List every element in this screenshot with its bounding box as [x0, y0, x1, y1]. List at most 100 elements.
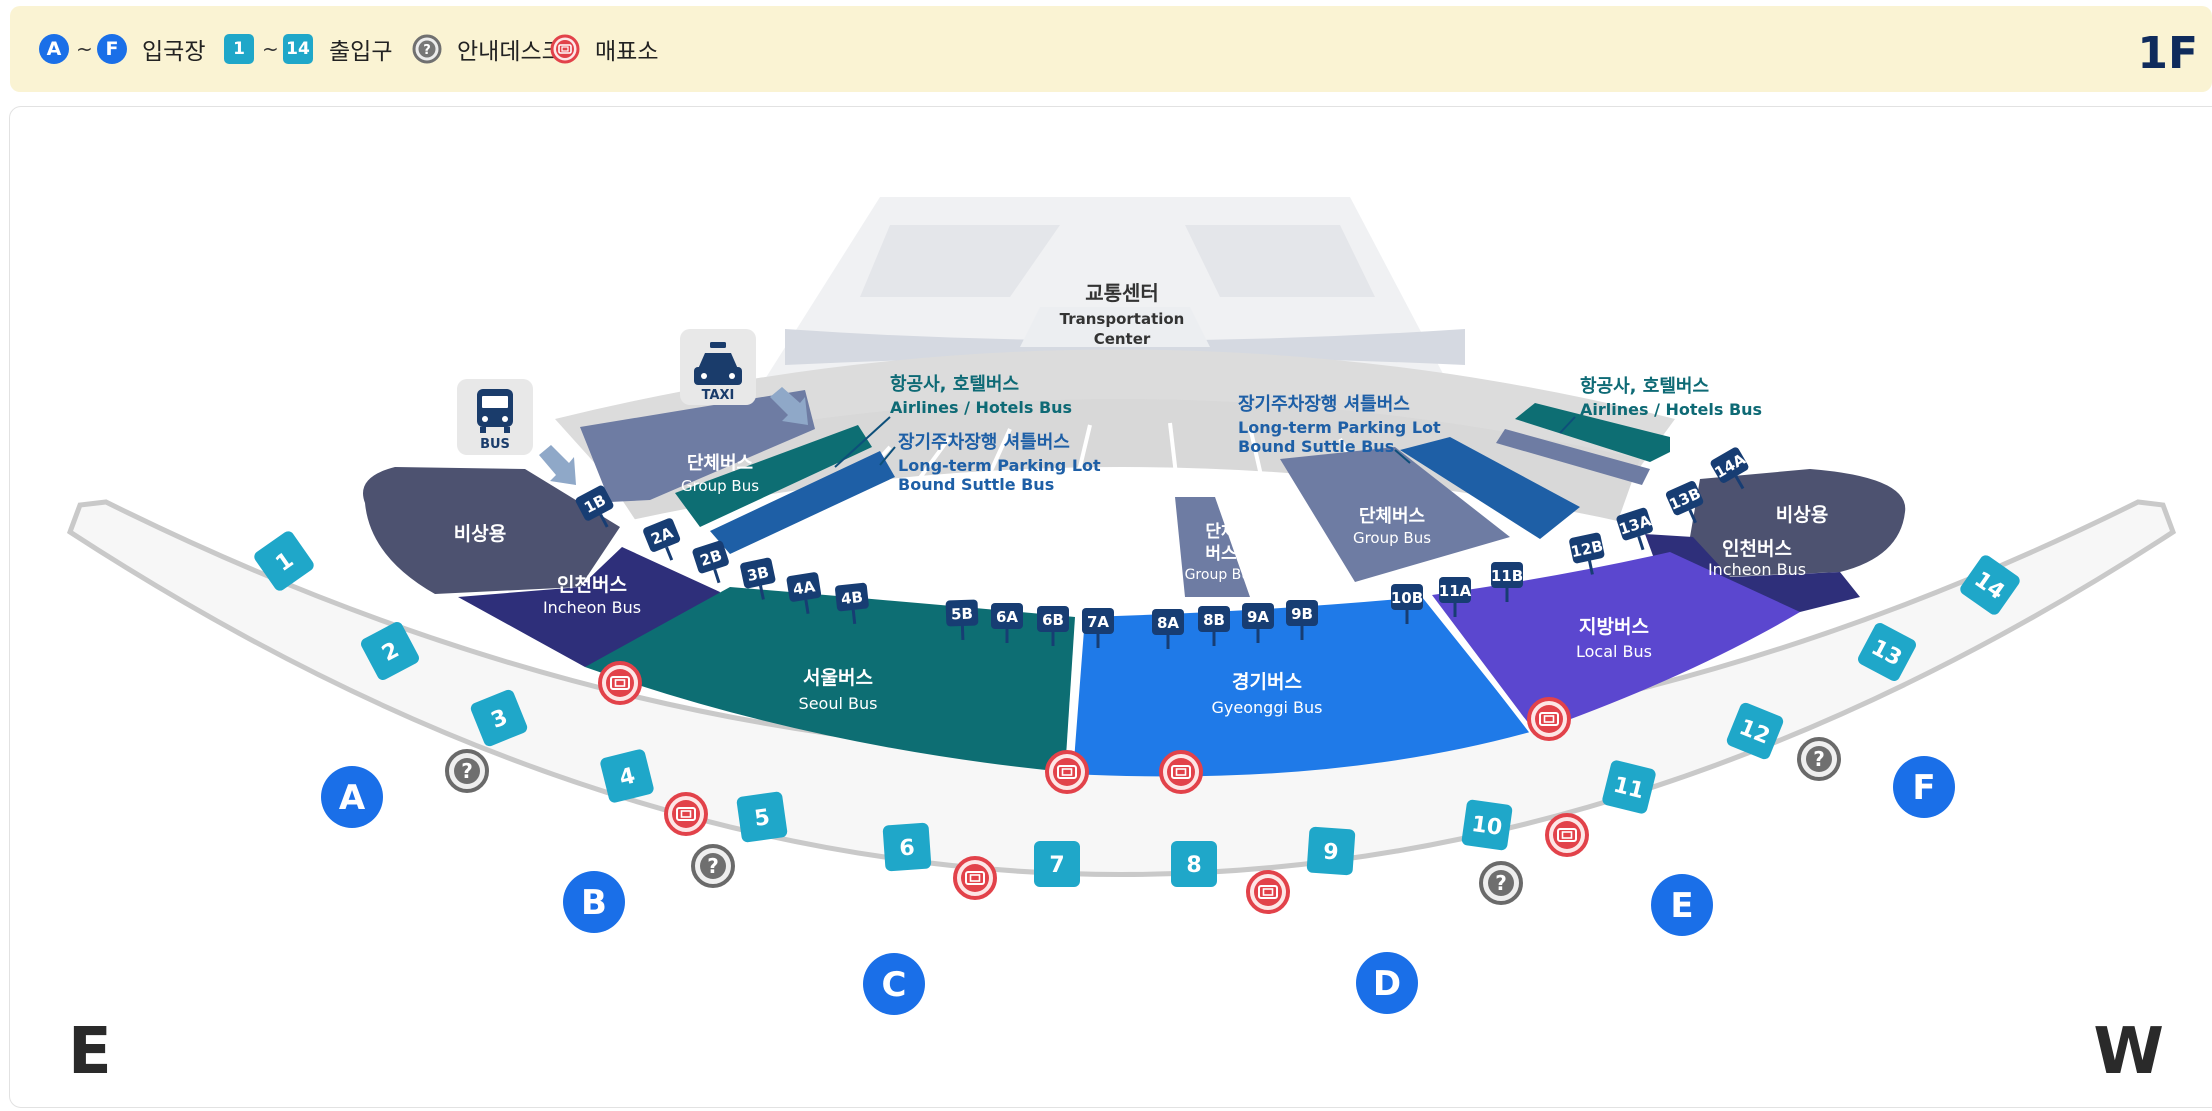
incheon-left-label-ko: 인천버스 [557, 574, 627, 596]
taxi-label: TAXI [702, 388, 735, 403]
exit-label: 6 [899, 835, 916, 861]
bus-stop-label: 9B [1291, 605, 1313, 623]
ticket-office-icon[interactable] [1248, 872, 1288, 912]
ticket-office-icon [550, 34, 580, 64]
parking-left-ko: 장기주차장행 셔틀버스 [898, 432, 1070, 453]
bus-stop-label: 4A [792, 577, 817, 598]
airline-left-en: Airlines / Hotels Bus [890, 398, 1072, 417]
gate-label: E [1670, 886, 1693, 926]
ticket-office-icon[interactable] [955, 858, 995, 898]
bus-stop-label: 11A [1439, 582, 1472, 600]
parking-left-en2: Bound Suttle Bus [898, 475, 1054, 494]
gate-f-icon: F [97, 34, 127, 64]
ticket-office-icon[interactable] [1547, 815, 1587, 855]
bus-stop-label: 11B [1491, 567, 1523, 585]
exit-1-icon: 1 [224, 34, 254, 64]
local-label-ko: 지방버스 [1579, 616, 1649, 638]
exit-label: 7 [1049, 853, 1064, 878]
legend-exit-label: 출입구 [329, 32, 392, 66]
bus-stop-label: 5B [951, 605, 973, 624]
ticket-office-icon[interactable] [1161, 752, 1201, 792]
ticket-office-icon[interactable] [666, 794, 706, 834]
airline-left-ko: 항공사, 호텔버스 [890, 374, 1019, 395]
floor-label: 1F [2137, 28, 2198, 79]
exit-10[interactable]: 10 [1461, 799, 1513, 851]
svg-text:?: ? [423, 43, 431, 58]
parking-right-en2: Bound Suttle Bus [1238, 437, 1394, 456]
exit-7[interactable]: 7 [1034, 841, 1080, 887]
incheon-right-label-ko: 인천버스 [1722, 538, 1792, 560]
transport-center-ko: 교통센터 [1085, 281, 1159, 305]
bus-label: BUS [480, 437, 510, 452]
legend-info-label: 안내데스크 [457, 32, 563, 66]
map-area: ? 교통센터 Transportation Center 비상용 [9, 106, 2212, 1108]
gyeonggi-label-en: Gyeonggi Bus [1212, 698, 1323, 717]
exit-8[interactable]: 8 [1171, 841, 1217, 887]
emergency-right-label: 비상용 [1776, 504, 1828, 526]
parking-right-en1: Long-term Parking Lot [1238, 418, 1441, 437]
legend-tilde: ~ [262, 37, 279, 61]
gate-label: D [1373, 964, 1401, 1004]
group-mid-label-ko1: 단체 [1205, 522, 1236, 542]
exit-label: 10 [1470, 812, 1504, 841]
gate-e[interactable]: E [1648, 871, 1716, 939]
transport-center-en1: Transportation [1060, 310, 1185, 328]
local-label-en: Local Bus [1576, 642, 1652, 661]
ticket-office-icon[interactable] [600, 663, 640, 703]
airline-right-en: Airlines / Hotels Bus [1580, 400, 1762, 419]
bus-stop-label: 7A [1087, 613, 1109, 631]
gyeonggi-label-ko: 경기버스 [1232, 671, 1302, 693]
legend-tilde: ~ [76, 37, 93, 61]
bus-terminal-map: ? 교통센터 Transportation Center 비상용 [10, 107, 2212, 1107]
incheon-right-label-en: Incheon Bus [1708, 560, 1806, 579]
airline-right-ko: 항공사, 호텔버스 [1580, 376, 1709, 397]
exit-label: 8 [1186, 853, 1201, 878]
bus-stop-label: 8B [1203, 611, 1225, 629]
group-mid-label-ko2: 버스 [1205, 544, 1237, 564]
exit-5[interactable]: 5 [736, 791, 788, 843]
parking-right-ko: 장기주차장행 셔틀버스 [1238, 394, 1410, 415]
ticket-office-icon[interactable] [1529, 699, 1569, 739]
gate-b[interactable]: B [560, 868, 628, 936]
gate-label: C [882, 965, 907, 1005]
bus-stop-label: 8A [1157, 614, 1179, 632]
emergency-left-label: 비상용 [454, 523, 506, 545]
gate-label: A [339, 778, 366, 818]
exit-9[interactable]: 9 [1306, 826, 1355, 875]
gate-d[interactable]: D [1353, 949, 1421, 1017]
bus-stop-label: 9A [1247, 608, 1269, 626]
bus-icon: BUS [457, 379, 533, 455]
group-left-label-en: Group Bus [681, 477, 759, 495]
exit-6[interactable]: 6 [882, 822, 931, 871]
seoul-label-en: Seoul Bus [799, 694, 878, 713]
exit-label: 9 [1322, 839, 1339, 865]
info-desk-icon[interactable] [1799, 739, 1839, 779]
transport-center-en2: Center [1094, 330, 1151, 348]
direction-east: E [68, 1015, 112, 1089]
info-desk-icon[interactable] [693, 846, 733, 886]
incheon-left-label-en: Incheon Bus [543, 598, 641, 617]
ticket-office-icon[interactable] [1047, 752, 1087, 792]
info-desk-icon[interactable] [447, 751, 487, 791]
group-left-label-ko: 단체버스 [687, 453, 753, 474]
gate-a[interactable]: A [318, 763, 386, 831]
group-right-label-en: Group Bus [1353, 529, 1431, 547]
bus-stop-label: 10B [1391, 589, 1423, 607]
legend-gate-label: 입국장 [142, 32, 205, 66]
gate-label: B [581, 883, 607, 923]
direction-west: W [2093, 1015, 2164, 1089]
legend-ticket-label: 매표소 [595, 32, 658, 66]
seoul-label-ko: 서울버스 [803, 667, 873, 689]
parking-left-en1: Long-term Parking Lot [898, 456, 1101, 475]
bus-stop-label: 6B [1042, 611, 1064, 629]
info-desk-icon[interactable] [1481, 863, 1521, 903]
taxi-icon: TAXI [680, 329, 756, 405]
gate-label: F [1912, 768, 1935, 808]
gate-a-icon: A [39, 34, 69, 64]
group-right-label-ko: 단체버스 [1359, 506, 1425, 527]
gate-f[interactable]: F [1890, 753, 1958, 821]
bus-stop-label: 6A [996, 608, 1018, 626]
legend-bar: A ~ F 입국장 1 ~ 14 출입구 ? 안내데스크 매표소 1F [10, 6, 2212, 92]
gate-c[interactable]: C [860, 950, 928, 1018]
group-mid-label-en: Group Bus [1185, 567, 1258, 583]
